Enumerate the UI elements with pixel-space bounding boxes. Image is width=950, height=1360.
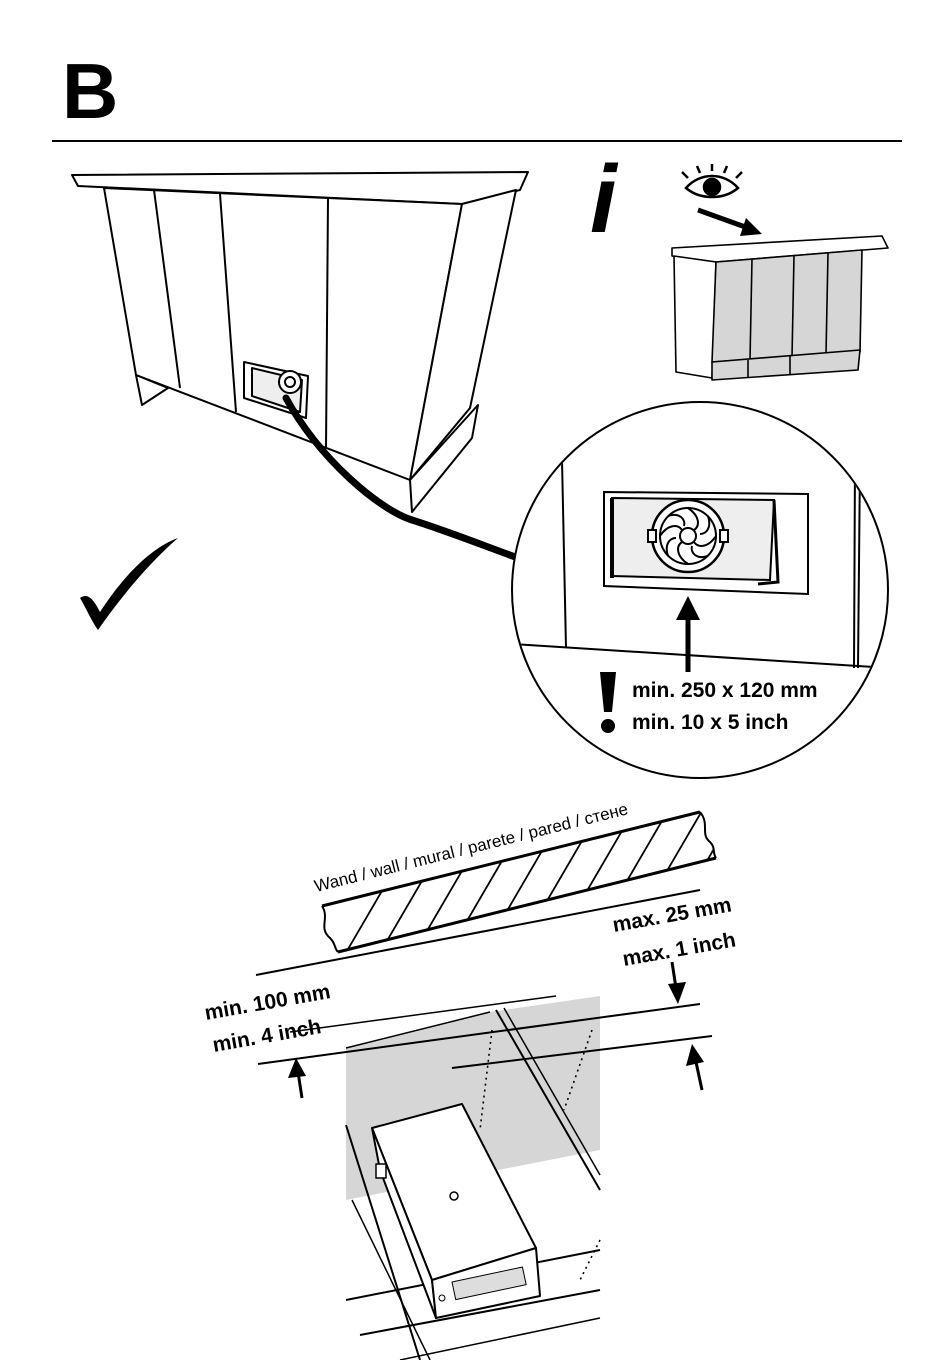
clearance-max-arrow-up: [686, 1044, 704, 1091]
clearance-max-arrow-down: [668, 961, 686, 1004]
clearance-min-inch: min. 4 inch: [211, 1015, 323, 1057]
opening-dimension-inch: min. 10 x 5 inch: [632, 711, 788, 734]
clearance-max-mm: max. 25 mm: [611, 893, 733, 937]
detail-connector: [282, 394, 522, 562]
eye-icon: [681, 164, 743, 199]
clearance-max-inch: max. 1 inch: [621, 928, 738, 971]
info-icon: i: [590, 146, 619, 253]
view-direction-arrow: [697, 207, 762, 236]
cabinet-top-view: [255, 889, 713, 1360]
island-cabinet-illustration: [671, 235, 889, 381]
header-rule: [52, 140, 902, 142]
cabinet-illustration: [71, 171, 529, 513]
section-letter: B: [62, 47, 119, 135]
check-icon: [80, 538, 178, 630]
fan-icon: [647, 498, 729, 574]
opening-dimension-mm: min. 250 x 120 mm: [632, 679, 818, 702]
clearance-min-arrow: [288, 1058, 306, 1099]
svg-text:i: i: [590, 146, 619, 253]
warning-icon: [600, 672, 616, 733]
